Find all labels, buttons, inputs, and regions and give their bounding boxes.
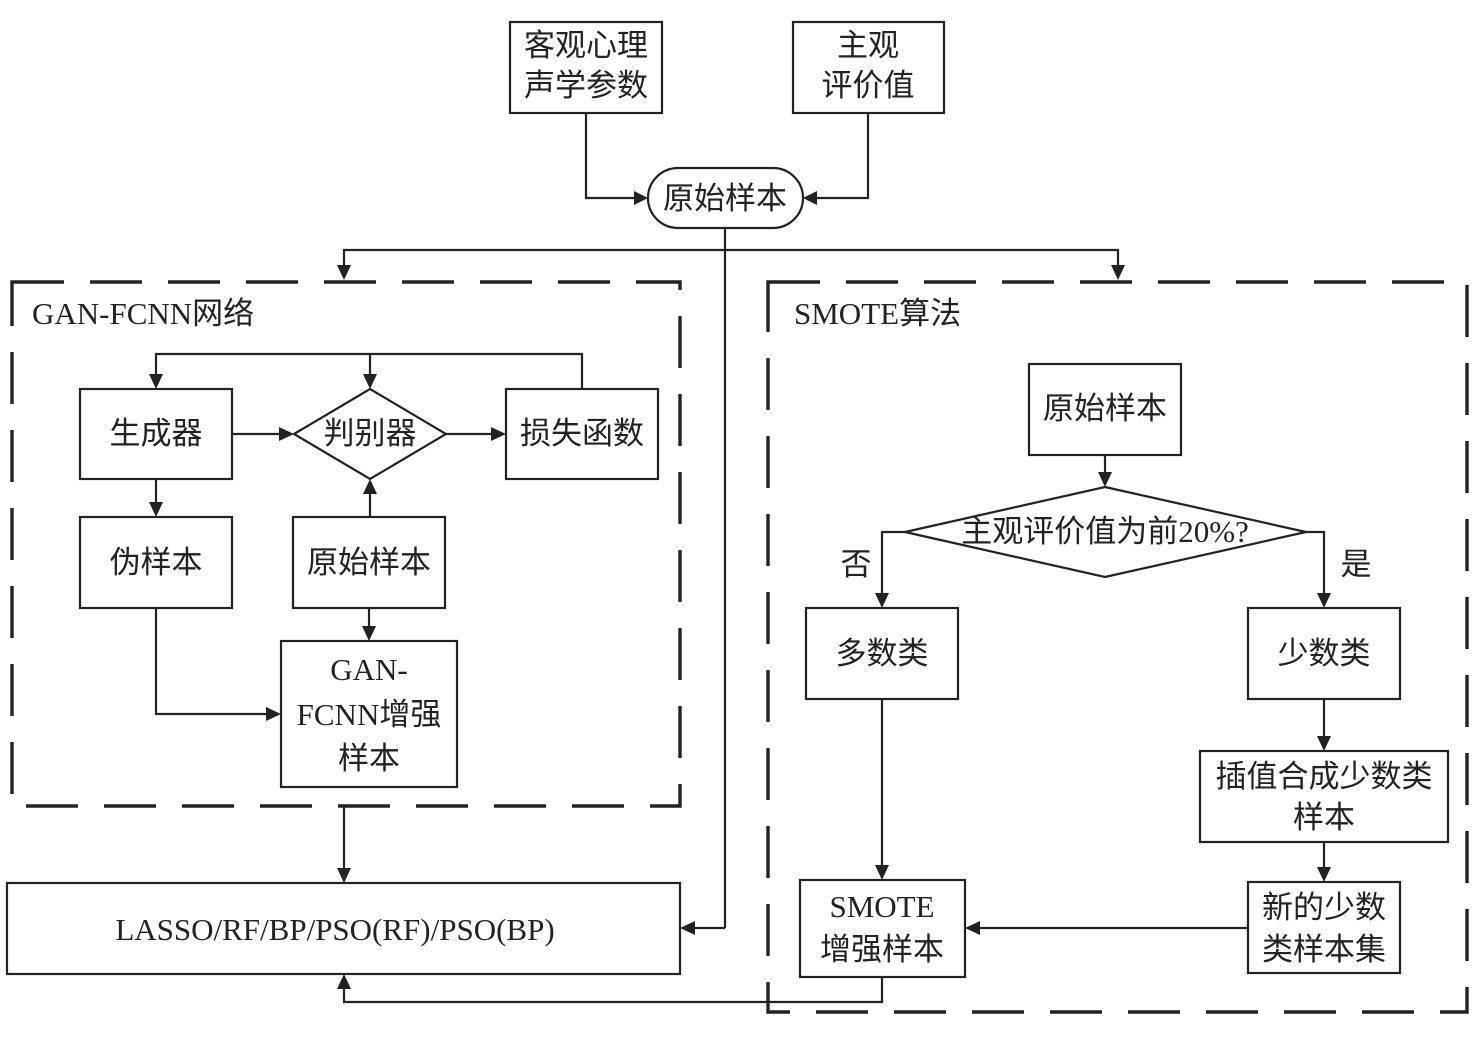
svg-text:新的少数: 新的少数 [1262, 890, 1386, 925]
loss-function-node: 损失函数 [504, 387, 660, 481]
arrowhead [634, 191, 648, 205]
arrowhead [363, 374, 377, 389]
svg-text:类样本集: 类样本集 [1262, 932, 1386, 967]
svg-text:伪样本: 伪样本 [110, 545, 203, 580]
arrowhead [149, 502, 163, 517]
arrowhead [362, 626, 376, 641]
smote-enhanced-sample-node: SMOTE 增强样本 [798, 878, 967, 979]
no-label: 否 [841, 547, 872, 582]
yes-label: 是 [1341, 547, 1372, 582]
arrowhead [1098, 472, 1112, 487]
models-node: LASSO/RF/BP/PSO(RF)/PSO(BP) [5, 881, 682, 976]
arrowhead [337, 868, 351, 883]
arrowhead [491, 427, 506, 441]
svg-text:主观评价值为前20%?: 主观评价值为前20%? [961, 514, 1249, 549]
svg-text:SMOTE: SMOTE [829, 889, 934, 924]
svg-text:生成器: 生成器 [110, 416, 203, 451]
svg-text:原始样本: 原始样本 [307, 545, 431, 580]
connector-subjective-to-original [815, 113, 870, 200]
svg-text:少数类: 少数类 [1278, 636, 1371, 671]
arrowhead [363, 479, 377, 494]
svg-text:插值合成少数类: 插值合成少数类 [1216, 759, 1433, 794]
arrowhead [1317, 736, 1331, 751]
svg-text:增强样本: 增强样本 [820, 932, 944, 967]
svg-text:评价值: 评价值 [822, 68, 915, 103]
svg-text:样本: 样本 [1293, 800, 1355, 835]
interpolate-node: 插值合成少数类 样本 [1198, 749, 1450, 844]
fake-sample-node: 伪样本 [78, 515, 234, 610]
gan-fcnn-enhanced-sample-node: GAN- FCNN增强 样本 [279, 639, 459, 789]
svg-text:LASSO/RF/BP/PSO(RF)/PSO(BP): LASSO/RF/BP/PSO(RF)/PSO(BP) [115, 912, 554, 947]
arrowhead [266, 707, 281, 721]
objective-params-node: 客观心理 声学参数 [508, 20, 664, 115]
minority-class-node: 少数类 [1246, 606, 1402, 701]
svg-text:样本: 样本 [338, 741, 400, 776]
decision-node: 主观评价值为前20%? [904, 485, 1307, 579]
arrowhead [680, 921, 695, 935]
new-minority-set-node: 新的少数 类样本集 [1246, 880, 1402, 975]
majority-class-node: 多数类 [804, 606, 960, 701]
connector-objective-to-original [584, 113, 636, 200]
smote-group-border [766, 280, 1469, 1014]
arrowhead [965, 921, 980, 935]
gan-original-sample-node: 原始样本 [291, 515, 447, 610]
subjective-value-node: 主观 评价值 [791, 20, 946, 115]
gan-fcnn-group-title: GAN-FCNN网络 [32, 296, 254, 331]
svg-text:FCNN增强: FCNN增强 [297, 697, 442, 732]
connector-decision-yes [1306, 530, 1326, 594]
original-sample-terminal: 原始样本 [646, 166, 805, 230]
arrowhead [337, 974, 351, 989]
svg-text:原始样本: 原始样本 [663, 181, 787, 216]
svg-text:主观: 主观 [837, 28, 899, 63]
arrowhead [875, 865, 889, 880]
generator-node: 生成器 [78, 387, 234, 481]
svg-text:GAN-: GAN- [330, 652, 408, 687]
discriminator-node: 判别器 [291, 387, 449, 481]
svg-text:原始样本: 原始样本 [1043, 391, 1167, 426]
svg-text:客观心理: 客观心理 [524, 28, 648, 63]
svg-text:多数类: 多数类 [836, 636, 929, 671]
connector-decision-no [880, 530, 905, 594]
arrowhead [149, 374, 163, 389]
arrowhead [337, 265, 351, 280]
connector-fake-to-enhanced [154, 608, 267, 716]
smote-original-sample-node: 原始样本 [1027, 362, 1183, 457]
smote-group-title: SMOTE算法 [794, 296, 961, 331]
gan-fcnn-group-border [10, 280, 682, 808]
arrowhead [875, 593, 889, 608]
arrowhead [803, 191, 817, 205]
arrowhead [1317, 867, 1331, 882]
svg-text:损失函数: 损失函数 [520, 416, 644, 451]
connector-split [342, 248, 1120, 266]
svg-text:判别器: 判别器 [324, 416, 417, 451]
svg-text:声学参数: 声学参数 [524, 68, 648, 103]
connector-smote-enhanced-to-models [342, 977, 884, 1004]
arrowhead [279, 427, 294, 441]
arrowhead [1111, 265, 1125, 280]
arrowhead [1317, 593, 1331, 608]
